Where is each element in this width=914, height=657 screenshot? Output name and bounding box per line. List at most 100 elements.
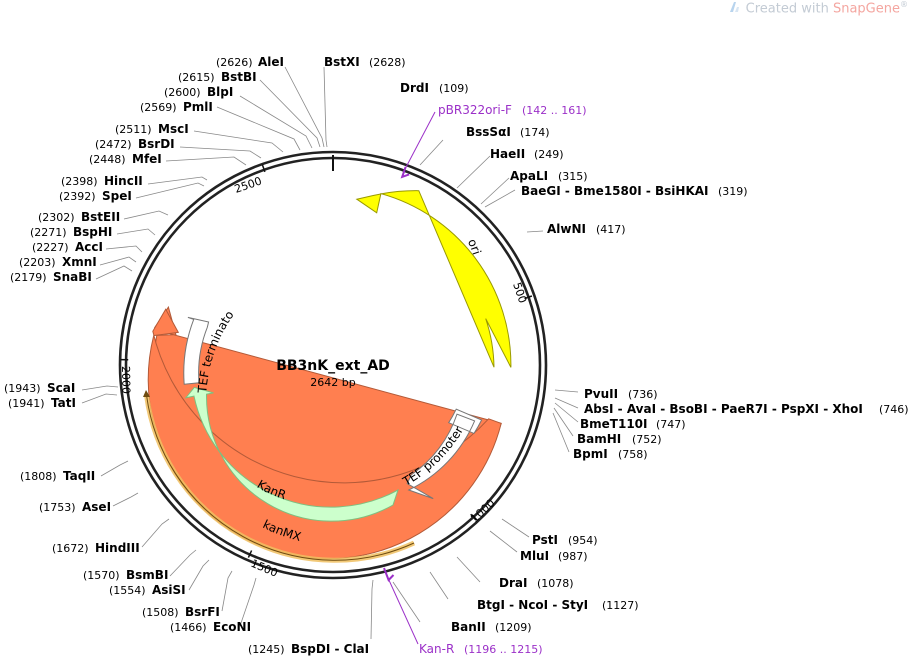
- kanmx-arrow-body[interactable]: [147, 308, 502, 560]
- svg-text:BssSαI: BssSαI: [466, 125, 511, 139]
- tef-promoter-arrow[interactable]: [406, 408, 483, 500]
- svg-text:BsmBI: BsmBI: [126, 568, 168, 582]
- site-bsteii[interactable]: (2302)BstEII: [38, 210, 120, 224]
- site-drdi[interactable]: DrdI(109): [400, 81, 469, 95]
- site-xmni[interactable]: (2203)XmnI: [19, 255, 97, 269]
- svg-text:(2626): (2626): [216, 56, 253, 69]
- site-bspdi-clai[interactable]: (1245)BspDI - ClaI: [248, 642, 369, 656]
- site-apali[interactable]: ApaLI(315): [510, 169, 588, 183]
- tick-label-1500: 1500: [249, 557, 280, 580]
- svg-text:AbsI - AvaI - BsoBI - PaeR7I -: AbsI - AvaI - BsoBI - PaeR7I - PspXI - X…: [584, 402, 863, 416]
- site-asisi[interactable]: (1554) AsiSI: [109, 583, 186, 597]
- feature-tef-promoter[interactable]: [406, 408, 483, 500]
- svg-text:EcoNI: EcoNI: [213, 620, 251, 634]
- primer-label-pbr322ori-f[interactable]: pBR322ori-F (142 .. 161): [438, 103, 587, 117]
- site-pmli[interactable]: (2569)PmlI: [140, 100, 213, 114]
- tef-terminator-arrow[interactable]: [183, 316, 210, 385]
- svg-text:BaeGI - Bme1580I - BsiHKAI: BaeGI - Bme1580I - BsiHKAI: [521, 184, 709, 198]
- leader-lines: [81, 66, 579, 640]
- svg-text:(109): (109): [439, 82, 469, 95]
- kanr-arrow[interactable]: [184, 386, 399, 522]
- site-bsphi[interactable]: (2271)BspHI: [30, 225, 112, 239]
- svg-text:BsrDI: BsrDI: [138, 137, 175, 151]
- svg-text:(1570): (1570): [83, 569, 120, 582]
- svg-text:HaeII: HaeII: [490, 147, 525, 161]
- svg-text:BstBI: BstBI: [221, 70, 257, 84]
- svg-text:SnaBI: SnaBI: [53, 270, 92, 284]
- site-haeii[interactable]: HaeII(249): [490, 147, 564, 161]
- site-labels-left: (2626)AleI BstXI(2628) (2615)BstBI (2600…: [4, 55, 406, 656]
- svg-text:HindIII: HindIII: [95, 541, 140, 555]
- svg-text:(2227): (2227): [32, 241, 69, 254]
- site-banii[interactable]: BanII(1209): [451, 620, 532, 634]
- svg-text:BspHI: BspHI: [73, 225, 112, 239]
- primer-range-pbr322ori-f: (142 .. 161): [522, 104, 587, 117]
- svg-text:PvuII: PvuII: [584, 387, 618, 401]
- svg-text:ApaLI: ApaLI: [510, 169, 548, 183]
- site-bsrfi[interactable]: (1508)BsrFI: [142, 605, 220, 619]
- site-hindiii[interactable]: (1672)HindIII: [52, 541, 140, 555]
- site-btgi-ncoi-styi[interactable]: BtgI - NcoI - StyI(1127): [477, 598, 639, 612]
- site-tati[interactable]: (1941)TatI: [8, 396, 76, 410]
- site-alei[interactable]: (2626)AleI: [216, 55, 284, 69]
- site-alwni[interactable]: AlwNI(417): [547, 222, 626, 236]
- site-spei[interactable]: (2392)SpeI: [59, 189, 132, 203]
- primer-pbr322ori-f[interactable]: [400, 111, 436, 179]
- site-pvuii[interactable]: PvuII (736): [584, 387, 658, 401]
- svg-text:BanII: BanII: [451, 620, 486, 634]
- svg-text:(2179): (2179): [10, 271, 47, 284]
- site-econi[interactable]: (1466)EcoNI: [170, 620, 251, 634]
- feature-kanr[interactable]: [184, 386, 399, 522]
- site-taqii[interactable]: (1808)TaqII: [20, 469, 95, 483]
- site-bstxi[interactable]: BstXI(2628): [324, 55, 406, 69]
- svg-text:AseI: AseI: [82, 500, 111, 514]
- site-baegi-bme1580i-bsihkai[interactable]: BaeGI - Bme1580I - BsiHKAI (319): [521, 184, 748, 198]
- site-mlui[interactable]: MluI(987): [520, 549, 588, 563]
- site-drai[interactable]: DraI (1078): [499, 576, 574, 590]
- watermark-prefix: Created with: [745, 1, 833, 17]
- primer-name-pbr322ori-f: pBR322ori-F: [438, 103, 512, 117]
- svg-text:(2472): (2472): [95, 138, 132, 151]
- site-bsrdi[interactable]: (2472) BsrDI: [95, 137, 175, 151]
- svg-text:(417): (417): [596, 223, 626, 236]
- site-bstbi[interactable]: (2615)BstBI: [178, 70, 257, 84]
- site-bsssai[interactable]: BssSαI (174): [466, 125, 550, 139]
- svg-text:(1078): (1078): [537, 577, 574, 590]
- primer-kan-r-binding-core: [146, 395, 415, 561]
- svg-text:DraI: DraI: [499, 576, 527, 590]
- svg-text:(736): (736): [628, 388, 658, 401]
- svg-text:(1245): (1245): [248, 643, 285, 656]
- site-acci[interactable]: (2227)AccI: [32, 240, 103, 254]
- site-psti[interactable]: PstI(954): [532, 533, 598, 547]
- svg-text:(174): (174): [520, 126, 550, 139]
- site-blpi[interactable]: (2600)BlpI: [164, 85, 233, 99]
- svg-text:SpeI: SpeI: [102, 189, 132, 203]
- tick-label-2000: 2000: [119, 366, 132, 394]
- site-absi-group[interactable]: AbsI - AvaI - BsoBI - PaeR7I - PspXI - X…: [584, 402, 909, 416]
- ori-arrow[interactable]: [355, 190, 512, 368]
- site-scai[interactable]: (1943)ScaI: [4, 381, 75, 395]
- tick-label-500: 500: [510, 281, 529, 305]
- primer-label-kan-r[interactable]: Kan-R (1196 .. 1215): [419, 642, 543, 656]
- site-msci[interactable]: (2511)MscI: [115, 122, 189, 136]
- site-bpmi[interactable]: BpmI(758): [573, 447, 648, 461]
- feature-tef-terminator[interactable]: [183, 316, 210, 385]
- feature-label-ori: ori: [465, 237, 484, 257]
- site-asei[interactable]: (1753)AseI: [39, 500, 111, 514]
- tick-label-1000: 1000: [468, 497, 497, 526]
- feature-ori[interactable]: [355, 190, 512, 368]
- svg-text:AsiSI: AsiSI: [152, 583, 186, 597]
- site-bsmbi[interactable]: (1570) BsmBI: [83, 568, 168, 582]
- site-mfei[interactable]: (2448)MfeI: [89, 152, 162, 166]
- svg-text:(1554): (1554): [109, 584, 146, 597]
- svg-text:BtgI - NcoI - StyI: BtgI - NcoI - StyI: [477, 598, 588, 612]
- site-hincii[interactable]: (2398)HincII: [61, 174, 143, 188]
- primer-name-kan-r: Kan-R: [419, 642, 454, 656]
- svg-text:(758): (758): [618, 448, 648, 461]
- primer-kan-r[interactable]: [383, 567, 419, 645]
- site-snabi[interactable]: (2179) SnaBI: [10, 270, 92, 284]
- site-bmet110i[interactable]: BmeT110I(747): [580, 417, 686, 431]
- site-bamhi[interactable]: BamHI(752): [577, 432, 662, 446]
- svg-text:(319): (319): [718, 185, 748, 198]
- svg-text:TatI: TatI: [51, 396, 76, 410]
